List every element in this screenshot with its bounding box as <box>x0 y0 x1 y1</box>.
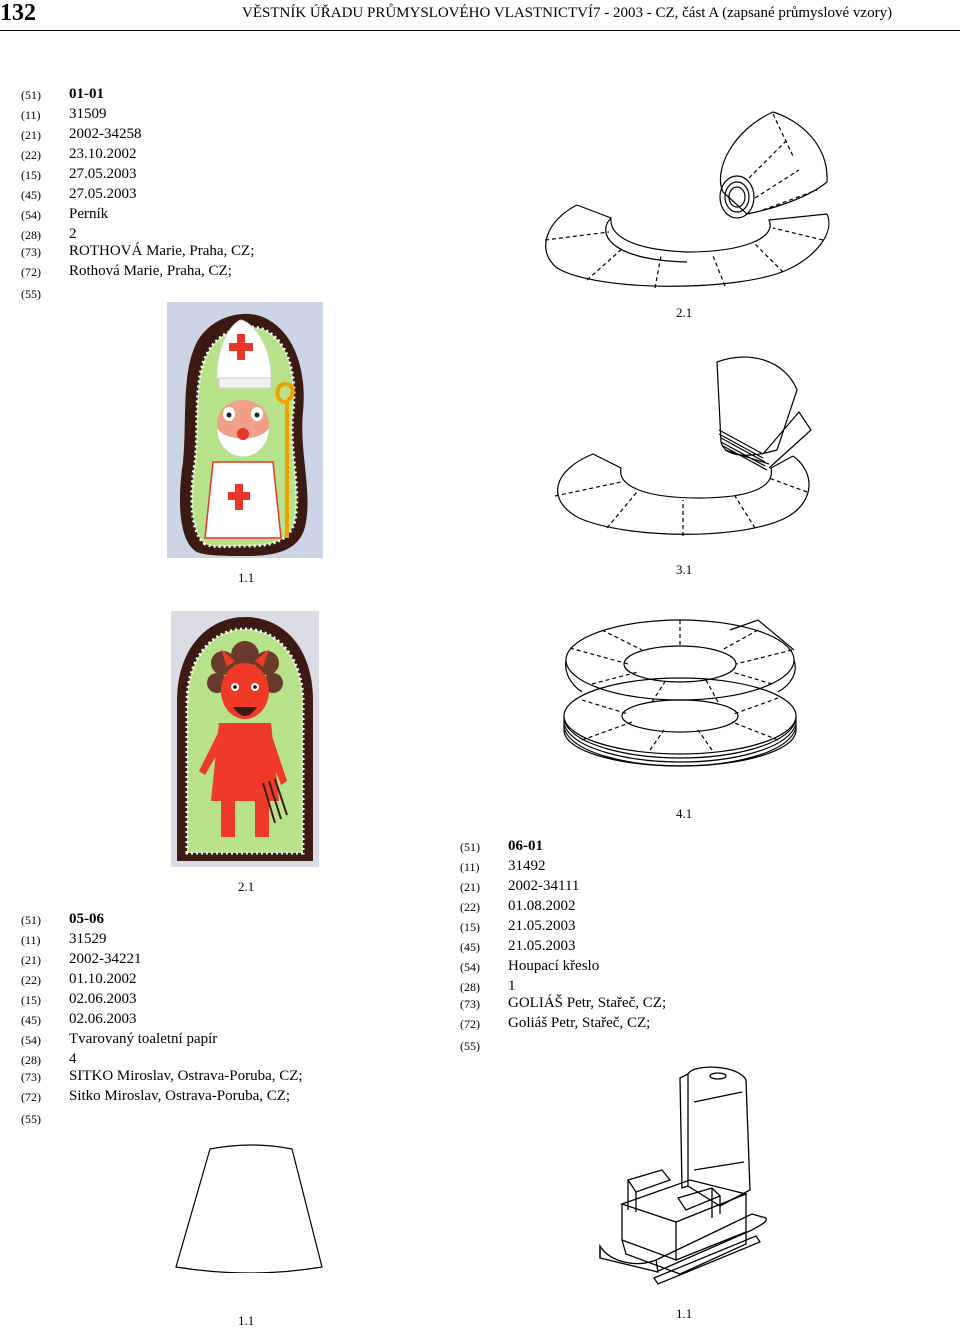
field-code: (22) <box>460 900 480 914</box>
field-value: 21.05.2003 <box>508 918 576 934</box>
field-value: 06-01 <box>508 838 543 854</box>
field-code: (21) <box>21 128 41 142</box>
field-value: 31529 <box>69 931 107 947</box>
field-value: 2002-34258 <box>69 126 142 142</box>
field-code: (55) <box>21 1112 41 1126</box>
field-code: (73) <box>460 997 480 1011</box>
field-value: 31492 <box>508 858 546 874</box>
field-code: (72) <box>460 1017 480 1031</box>
record-31529: (51) 05-06 (11) 31529 (21) 2002-34221 (22) 0… <box>21 911 341 1130</box>
field-value: Perník <box>69 206 109 222</box>
field-value: 2002-34221 <box>69 951 142 967</box>
field-value: 02.06.2003 <box>69 1011 137 1027</box>
page-number: 132 <box>0 0 36 26</box>
field-code: (28) <box>460 980 480 994</box>
field-code: (73) <box>21 245 41 259</box>
rocking-chair-drawing <box>596 1062 768 1288</box>
toilet-paper-sheet-drawing <box>170 1143 330 1273</box>
toilet-paper-folded-drawing <box>549 350 819 540</box>
figure-caption: 1.1 <box>238 1313 255 1328</box>
field-value: 01.10.2002 <box>69 971 137 987</box>
field-code: (28) <box>21 228 41 242</box>
field-value: 02.06.2003 <box>69 991 137 1007</box>
field-value: Rothová Marie, Praha, CZ; <box>69 263 232 279</box>
field-code: (72) <box>21 1090 41 1104</box>
field-code: (54) <box>21 1033 41 1047</box>
field-code: (54) <box>460 960 480 974</box>
figure-caption: 2.1 <box>676 305 693 320</box>
field-code: (51) <box>460 840 480 854</box>
field-code: (15) <box>21 993 41 1007</box>
field-code: (15) <box>460 920 480 934</box>
field-value: Goliáš Petr, Stařeč, CZ; <box>508 1015 651 1031</box>
field-code: (22) <box>21 973 41 987</box>
field-code: (45) <box>21 188 41 202</box>
field-value: 01.08.2002 <box>508 898 576 914</box>
field-value: 27.05.2003 <box>69 166 137 182</box>
field-code: (72) <box>21 265 41 279</box>
field-value: 23.10.2002 <box>69 146 137 162</box>
figure-caption: 3.1 <box>676 562 693 577</box>
field-value: 21.05.2003 <box>508 938 576 954</box>
field-code: (21) <box>21 953 41 967</box>
toilet-paper-roll-drawing <box>537 110 837 290</box>
field-code: (22) <box>21 148 41 162</box>
toilet-paper-stack-drawing <box>562 618 802 788</box>
field-value: Sitko Miroslav, Ostrava-Poruba, CZ; <box>69 1088 291 1104</box>
field-value: 01-01 <box>69 86 104 102</box>
field-value: GOLIÁŠ Petr, Stařeč, CZ; <box>508 995 667 1011</box>
gingerbread-devil-photo <box>171 611 319 867</box>
field-value: 1 <box>508 978 516 994</box>
field-value: 31509 <box>69 106 107 122</box>
field-value: SITKO Miroslav, Ostrava-Poruba, CZ; <box>69 1068 303 1084</box>
record-31509: (51) 01-01 (11) 31509 (21) 2002-34258 (22) 2… <box>21 86 321 305</box>
field-code: (55) <box>21 287 41 301</box>
field-code: (51) <box>21 913 41 927</box>
field-code: (11) <box>21 933 41 947</box>
field-value: Tvarovaný toaletní papír <box>69 1031 218 1047</box>
field-code: (73) <box>21 1070 41 1084</box>
field-value: 2 <box>69 226 77 242</box>
header-rule <box>0 30 960 31</box>
field-value: 4 <box>69 1051 77 1067</box>
figure-caption: 1.1 <box>238 570 255 585</box>
field-value: 2002-34111 <box>508 878 580 894</box>
field-value: 05-06 <box>69 911 104 927</box>
field-code: (55) <box>460 1039 480 1053</box>
running-header: VĚSTNÍK ÚŘADU PRŮMYSLOVÉHO VLASTNICTVÍ7 … <box>242 5 893 21</box>
field-code: (28) <box>21 1053 41 1067</box>
field-code: (15) <box>21 168 41 182</box>
field-code: (45) <box>21 1013 41 1027</box>
figure-caption: 2.1 <box>238 879 255 894</box>
field-code: (45) <box>460 940 480 954</box>
field-code: (11) <box>21 108 41 122</box>
field-value: Houpací křeslo <box>508 958 600 974</box>
field-code: (51) <box>21 88 41 102</box>
field-code: (11) <box>460 860 480 874</box>
field-code: (54) <box>21 208 41 222</box>
field-value: 27.05.2003 <box>69 186 137 202</box>
figure-caption: 4.1 <box>676 806 693 821</box>
figure-caption: 1.1 <box>676 1306 693 1321</box>
gingerbread-nicholas-photo <box>167 302 323 558</box>
record-31492: (51) 06-01 (11) 31492 (21) 2002-34111 (22) 0… <box>460 838 760 1057</box>
field-value: ROTHOVÁ Marie, Praha, CZ; <box>69 243 255 259</box>
field-code: (21) <box>460 880 480 894</box>
